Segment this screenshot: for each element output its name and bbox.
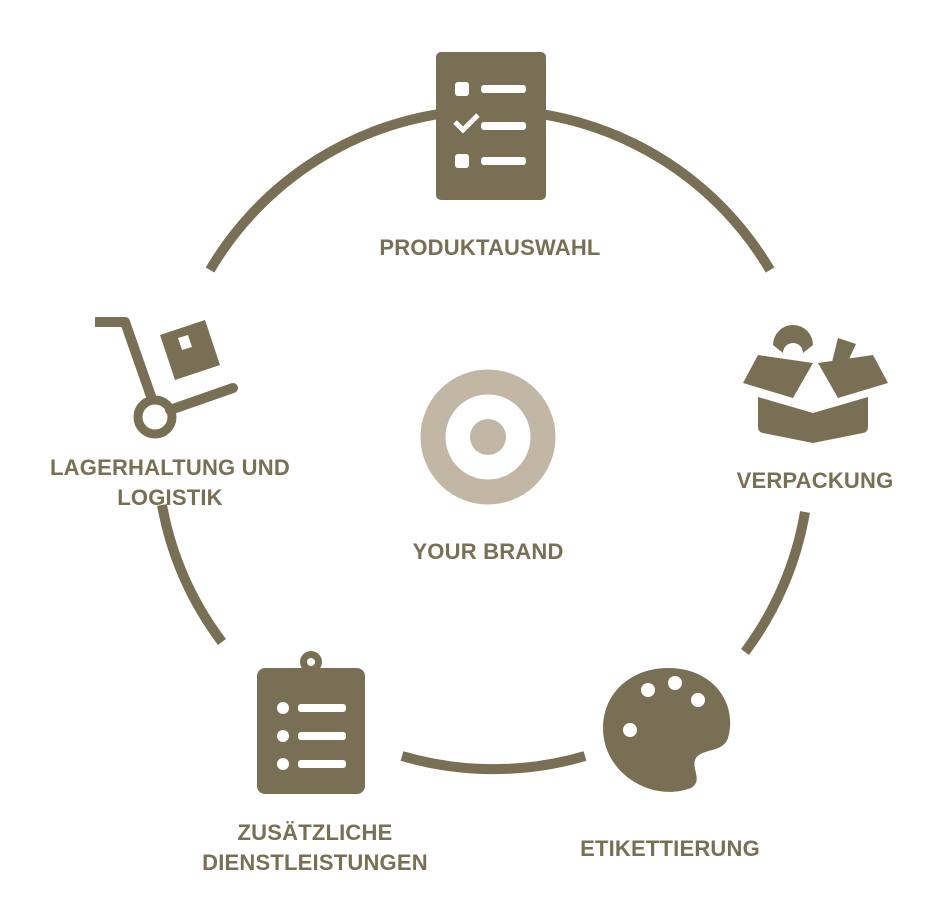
cycle-arc-left [157,504,226,646]
label-line: DIENSTLEISTUNGEN [202,850,428,875]
checklist-icon [436,52,546,200]
step-label-lagerhaltung-logistik: LAGERHALTUNG UND LOGISTIK [20,453,320,513]
clipboard-icon [257,651,365,794]
palette-icon [603,668,731,792]
step-label-zusaetzliche-dienstleistungen: ZUSÄTZLICHE DIENSTLEISTUNGEN [170,818,460,878]
step-label-verpackung: VERPACKUNG [736,468,894,493]
target-icon [420,369,556,505]
step-label-produktauswahl: PRODUKTAUSWAHL [379,235,601,260]
cycle-arc-bottom [400,751,587,775]
label-line: LAGERHALTUNG UND [50,455,290,480]
open-box-icon [743,325,888,443]
label-line: ZUSÄTZLICHE [237,820,393,845]
hand-truck-icon [95,317,238,439]
cycle-arc-right [740,511,810,655]
label-line: LOGISTIK [117,485,223,510]
center-brand-label: YOUR BRAND [412,539,564,564]
step-label-etikettierung: ETIKETTIERUNG [580,836,760,861]
